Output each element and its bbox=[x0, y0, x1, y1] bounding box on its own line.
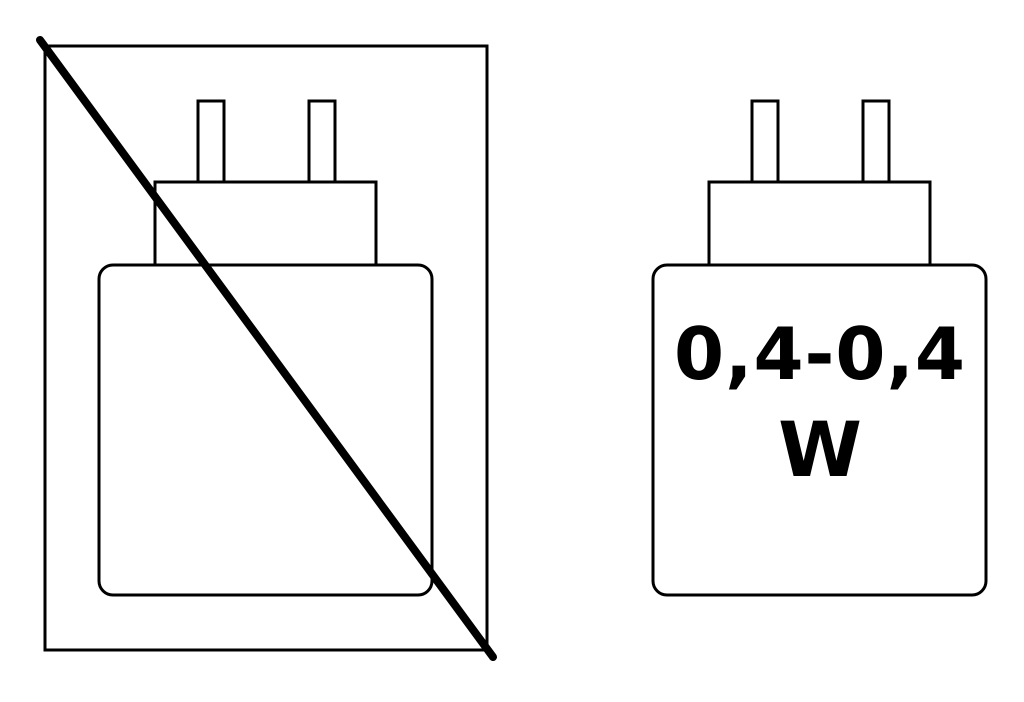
outer-frame bbox=[43, 44, 489, 652]
strike-through-line bbox=[36, 36, 497, 661]
prong-left bbox=[196, 99, 226, 185]
power-range-text: 0,4-0,4 bbox=[674, 312, 966, 396]
prong-left bbox=[750, 99, 780, 185]
charger-body bbox=[97, 263, 434, 597]
charger-body bbox=[651, 263, 988, 597]
not-included-charger-icon bbox=[36, 36, 497, 661]
plug-neck bbox=[153, 180, 378, 268]
power-rated-charger-icon bbox=[651, 99, 988, 597]
power-unit-text: W bbox=[778, 405, 862, 494]
plug-neck bbox=[707, 180, 932, 268]
prong-right bbox=[307, 99, 337, 185]
prong-right bbox=[861, 99, 891, 185]
